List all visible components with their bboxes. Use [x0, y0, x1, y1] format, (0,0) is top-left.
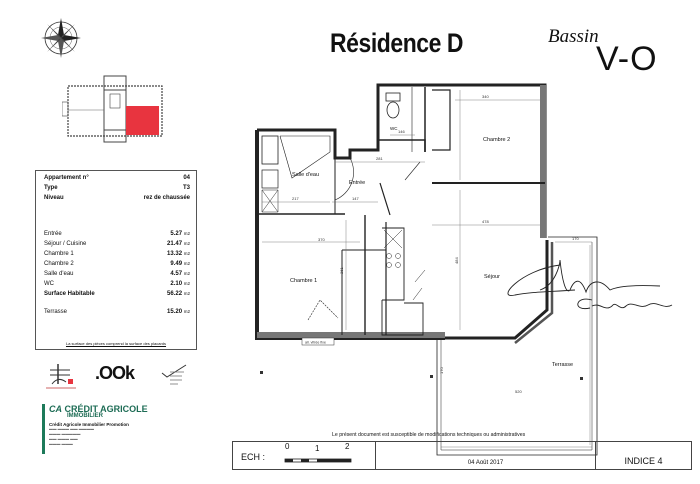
unit: m2	[183, 309, 190, 314]
room-label-wc: WC	[390, 126, 398, 131]
scale-tick: 1	[315, 444, 320, 453]
room-label: Séjour / Cuisine	[44, 241, 87, 247]
unit: m2	[183, 251, 190, 256]
room-row: Séjour / Cuisine 21.47 m2	[44, 241, 190, 247]
field-label: Type	[44, 185, 58, 191]
room-area: 21.47	[167, 241, 183, 247]
room-label: Salle d'eau	[44, 271, 74, 277]
room-row: Salle d'eau 4.57 m2	[44, 271, 190, 277]
dim-label: 478	[482, 219, 489, 224]
unit: m2	[183, 271, 190, 276]
surface-note: La surface des pièces comprend la surfac…	[65, 341, 167, 346]
dim-label: 217	[292, 196, 299, 201]
dim-label: 170	[572, 236, 579, 241]
dim-label: 147	[352, 196, 359, 201]
room-label: Entrée	[44, 231, 62, 237]
revision-index: INDICE 4	[624, 456, 663, 466]
unit: m2	[183, 231, 190, 236]
compass-rose-icon	[41, 18, 81, 58]
bassin-vo-logo: Bassin V-O	[548, 26, 668, 78]
signature	[507, 259, 673, 310]
ca-promoter: Crédit Agricole Immobilier Promotion	[49, 422, 129, 427]
scale-label: ECH :	[241, 452, 266, 462]
terrace-row: Terrasse 15.20 m2	[44, 309, 190, 315]
field-row: Niveau rez de chaussée	[44, 195, 190, 201]
unit: m2	[183, 291, 190, 296]
scale-tick: 2	[345, 442, 350, 451]
apartment-info-box: Appartement n° 04 Type T3 Niveau rez de cha…	[35, 170, 197, 350]
field-value: 04	[183, 175, 190, 181]
document-date: 04 Août 2017	[376, 442, 596, 469]
room-area: 15.20	[167, 309, 183, 315]
page-title: Résidence D	[330, 28, 464, 58]
dim-label: 520	[515, 389, 522, 394]
room-label: WC	[44, 281, 54, 287]
room-label: Terrasse	[44, 309, 68, 315]
ook-logo: .OOk	[95, 363, 135, 383]
dim-label: 170	[439, 367, 444, 374]
dim-label: 146	[398, 129, 405, 134]
room-row: Entrée 5.27 m2	[44, 231, 190, 237]
brand-line1: Bassin	[548, 26, 599, 47]
unit: m2	[183, 241, 190, 246]
room-label-entree: Entrée	[349, 180, 365, 186]
field-row: Appartement n° 04	[44, 175, 190, 181]
certification-logo	[161, 364, 187, 385]
scale-cell: ECH : 0 1 2	[233, 442, 376, 469]
unit: m2	[183, 281, 190, 286]
field-row: Type T3	[44, 185, 190, 191]
ca-name: CRÉDIT AGRICOLE	[64, 404, 148, 414]
dim-label: 370	[318, 237, 325, 242]
room-area: 5.27	[170, 231, 183, 237]
ca-sub: IMMOBILIER	[67, 413, 103, 419]
room-row: Chambre 2 9.49 m2	[44, 261, 190, 267]
room-label-salle-eau: Salle d'eau	[292, 172, 319, 178]
room-label-terrasse: Terrasse	[552, 362, 573, 368]
room-label: Chambre 2	[44, 261, 74, 267]
room-row: Chambre 1 13.32 m2	[44, 251, 190, 257]
total-row: Surface Habitable 56.22 m2	[44, 291, 190, 297]
room-area: 9.49	[170, 261, 183, 267]
dim-label: 340	[482, 94, 489, 99]
apartment-highlight	[126, 106, 159, 135]
room-area: 56.22	[167, 291, 183, 297]
dim-label: 361	[339, 267, 344, 274]
credit-agricole-logo: CA CRÉDIT AGRICOLE IMMOBILIER Crédit Agr…	[42, 404, 199, 454]
scale-bar	[284, 458, 352, 463]
brand-line2: V-O	[596, 40, 658, 78]
window-label: all. vitrée fixe	[305, 341, 326, 345]
field-value: T3	[182, 185, 190, 191]
dim-label: 281	[376, 156, 383, 161]
title-block: ECH : 0 1 2 04 Août 2017 INDICE 4	[232, 441, 692, 470]
room-label-chambre1: Chambre 1	[290, 278, 317, 284]
field-label: Niveau	[44, 195, 64, 201]
room-label: Chambre 1	[44, 251, 74, 257]
unit: m2	[183, 261, 190, 266]
scale-tick: 0	[285, 442, 290, 451]
room-area: 4.57	[170, 271, 183, 277]
room-label: Surface Habitable	[44, 291, 95, 297]
disclaimer: Le présent document est susceptible de m…	[332, 432, 526, 438]
field-label: Appartement n°	[44, 175, 89, 181]
room-row: WC 2.10 m2	[44, 281, 190, 287]
ca-address: ▬▬ ▬▬▬ ▬▬ ▬▬▬▬▬▬▬ ▬▬▬▬▬▬▬ ▬▬▬ ▬▬▬▬▬ ▬▬▬	[49, 427, 94, 446]
room-label-sejour: Séjour	[484, 274, 500, 280]
architect-logo	[46, 364, 76, 389]
room-area: 13.32	[167, 251, 183, 257]
field-value: rez de chaussée	[143, 195, 190, 201]
ca-symbol-icon: CA	[49, 404, 62, 414]
room-area: 2.10	[170, 281, 183, 287]
room-label-chambre2: Chambre 2	[483, 137, 510, 143]
key-plan	[62, 75, 163, 143]
dim-label: 484	[454, 257, 459, 264]
